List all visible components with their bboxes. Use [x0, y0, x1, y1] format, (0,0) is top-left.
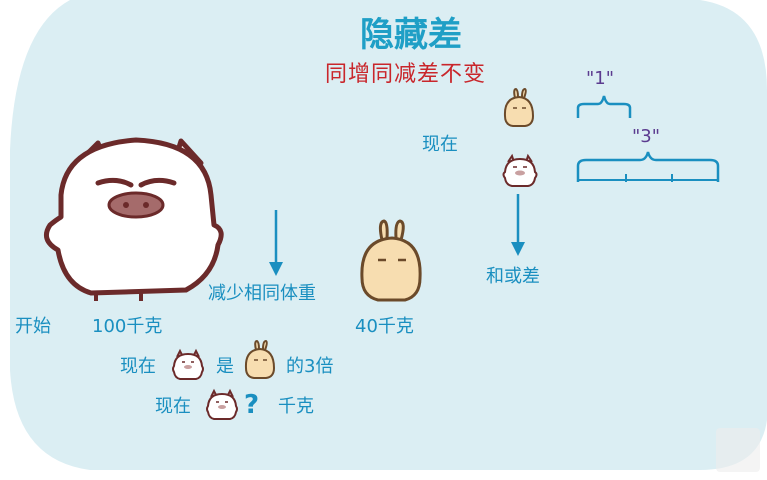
line1-white-creature-icon — [172, 348, 204, 380]
small-creature-icon — [360, 219, 422, 302]
line1-times-label: 的3倍 — [286, 356, 334, 377]
small-weight-label: 40千克 — [355, 316, 414, 337]
arrow-down-right-icon — [511, 194, 525, 256]
corner-mark — [716, 428, 760, 472]
question-mark: ? — [244, 390, 260, 420]
line1-is-label: 是 — [216, 356, 234, 377]
sum-or-diff-label: 和或差 — [486, 266, 540, 287]
reduce-same-label: 减少相同体重 — [208, 283, 316, 304]
line1-now-label: 现在 — [120, 356, 156, 377]
line2-white-creature-icon — [206, 388, 238, 420]
small-yellow-creature-icon — [503, 88, 535, 127]
arrow-down-icon — [269, 210, 283, 276]
page-title: 隐藏差 — [360, 15, 462, 55]
line1-yellow-creature-icon — [244, 340, 276, 379]
bracket-three-icon — [576, 151, 720, 182]
page-subtitle: 同增同减差不变 — [325, 62, 487, 87]
bracket-one-label: "1" — [586, 68, 615, 89]
now-top-label: 现在 — [422, 134, 458, 155]
bracket-three-label: "3" — [632, 126, 661, 147]
bracket-one-icon — [576, 95, 632, 118]
small-white-creature-icon — [502, 153, 538, 187]
start-label: 开始 — [15, 316, 51, 337]
line2-unit-label: 千克 — [278, 396, 314, 417]
big-creature-icon — [43, 137, 224, 301]
big-weight-label: 100千克 — [92, 316, 163, 337]
line2-now-label: 现在 — [155, 396, 191, 417]
